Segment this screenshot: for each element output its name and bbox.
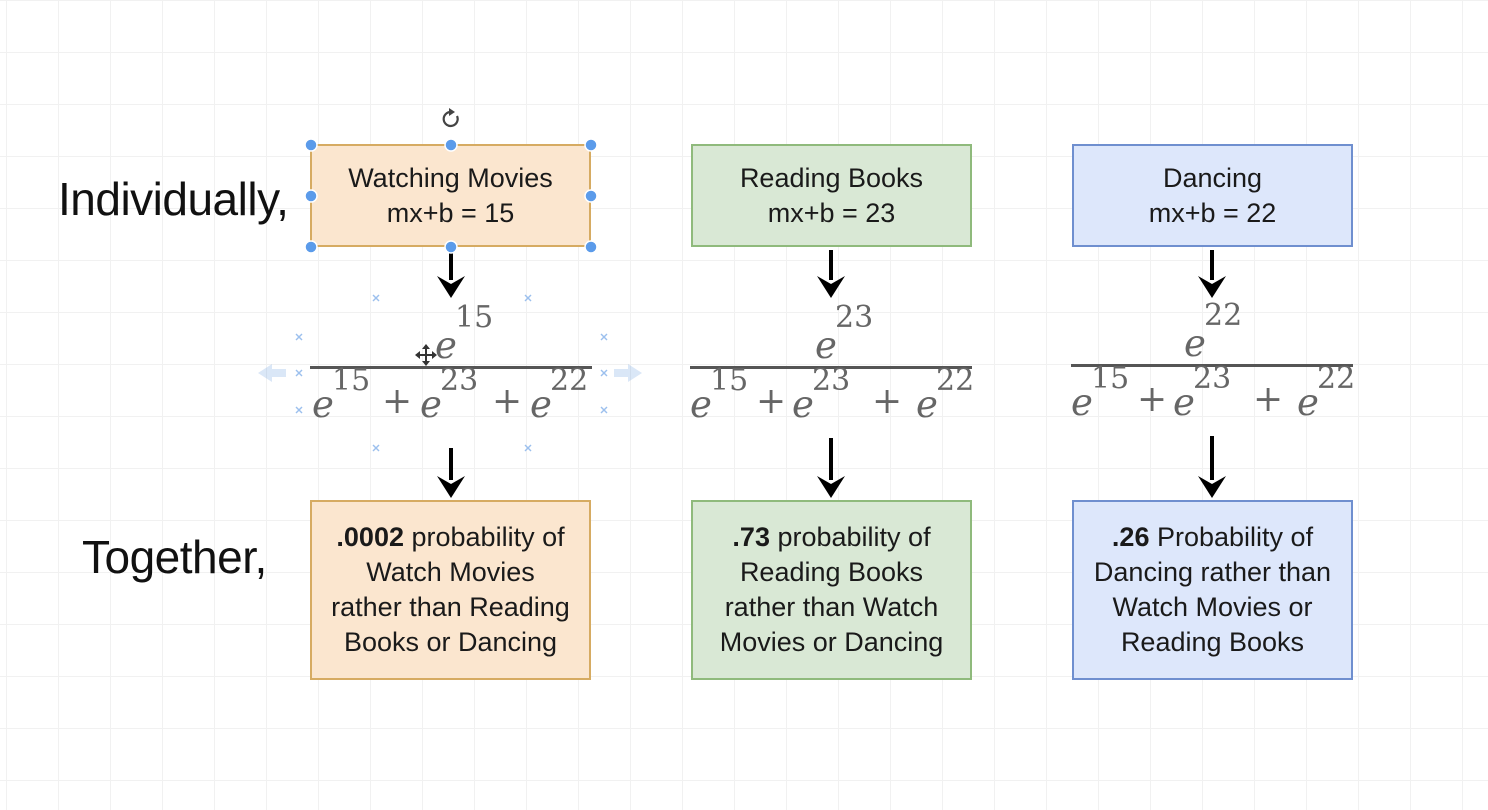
prob-line: Movies or Dancing [719, 627, 944, 657]
resize-handle[interactable] [304, 138, 318, 152]
selection-handles[interactable] [304, 138, 598, 254]
prob-value: .73 [732, 522, 770, 552]
formula-denominator: e 15 + e 23 + e 22 [308, 363, 594, 429]
base-e: e [435, 324, 457, 367]
activity-score: mx+b = 23 [767, 197, 896, 228]
activity-title: Reading Books [739, 162, 924, 193]
arrow-left-hint-icon[interactable] [258, 364, 286, 382]
arrow-right-hint-icon[interactable] [614, 364, 642, 382]
activity-score: mx+b = 22 [1148, 197, 1277, 228]
fraction-bar [310, 366, 592, 369]
denominator-exponent: 22 [550, 363, 589, 398]
resize-handle[interactable] [584, 240, 598, 254]
denominator-exponent: 22 [1317, 361, 1356, 396]
denominator-exponent: 15 [1091, 361, 1130, 396]
prob-line-1: .73 probability of [732, 520, 930, 555]
prob-value: .26 [1111, 522, 1150, 552]
resize-handle[interactable] [304, 189, 318, 203]
base-e: e [530, 383, 552, 426]
base-e: e [916, 383, 938, 426]
activity-score: mx+b = 15 [386, 197, 515, 228]
connection-point-markers[interactable] [295, 294, 608, 452]
prob-text: Probability of [1156, 522, 1314, 552]
box-reading-books[interactable]: Reading Books mx+b = 23 [691, 144, 972, 247]
softmax-formula-reading-books[interactable]: e 23 e 15 + e 23 + e 22 [688, 300, 974, 429]
arrow-down-icon [437, 448, 465, 498]
resize-handle[interactable] [584, 138, 598, 152]
prob-line-1: .0002 probability of [336, 520, 564, 555]
prob-line: Reading Books [739, 557, 924, 587]
plus-sign: + [756, 381, 787, 422]
base-e: e [1184, 322, 1206, 365]
arrow-down-icon [1198, 250, 1226, 298]
activity-title: Watching Movies [348, 162, 553, 193]
prob-line: Watch Movies or [1112, 592, 1313, 622]
numerator-exponent: 22 [1204, 298, 1243, 333]
resize-handle[interactable] [444, 138, 458, 152]
move-cursor-icon [415, 344, 437, 366]
box-result-dancing[interactable]: .26 Probability of Dancing rather than W… [1072, 500, 1353, 680]
formula-denominator: e 15 + e 23 + e 22 [1069, 361, 1355, 427]
prob-line: Books or Dancing [343, 627, 558, 657]
prob-line: Dancing rather than [1093, 557, 1332, 587]
formula-numerator: e 15 [308, 300, 594, 367]
formula-denominator: e 15 + e 23 + e 22 [688, 363, 974, 429]
denominator-exponent: 15 [710, 363, 749, 398]
numerator-exponent: 15 [455, 300, 494, 335]
fraction-bar [690, 366, 972, 369]
resize-handle[interactable] [584, 189, 598, 203]
base-e: e [312, 383, 334, 426]
arrow-down-icon [1198, 436, 1226, 498]
plus-sign: + [382, 381, 413, 422]
resize-handle[interactable] [444, 240, 458, 254]
plus-sign: + [492, 381, 523, 422]
box-dancing[interactable]: Dancing mx+b = 22 [1072, 144, 1353, 247]
plus-sign: + [872, 381, 903, 422]
prob-line: rather than Watch [724, 592, 939, 622]
plus-sign: + [1137, 379, 1168, 420]
arrow-down-icon [817, 438, 845, 498]
box-watching-movies[interactable]: Watching Movies mx+b = 15 [310, 144, 591, 247]
fraction-bar [1071, 364, 1353, 367]
rotate-icon[interactable] [442, 108, 459, 128]
base-e: e [420, 383, 442, 426]
numerator-exponent: 23 [835, 300, 874, 335]
box-result-watching-movies[interactable]: .0002 probability of Watch Movies rather… [310, 500, 591, 680]
denominator-exponent: 22 [936, 363, 975, 398]
denominator-exponent: 23 [1193, 361, 1232, 396]
prob-text: probability of [777, 522, 931, 552]
base-e: e [815, 324, 837, 367]
prob-line: rather than Reading [331, 592, 570, 622]
softmax-formula-watching-movies[interactable]: e 15 e 15 + e 23 + e 22 [308, 300, 594, 429]
softmax-formula-dancing[interactable]: e 22 e 15 + e 23 + e 22 [1069, 298, 1355, 427]
arrow-down-icon [817, 250, 845, 298]
prob-line: Reading Books [1120, 627, 1305, 657]
denominator-exponent: 23 [440, 363, 479, 398]
prob-value: .0002 [336, 522, 404, 552]
row-label-individually: Individually, [58, 173, 289, 225]
base-e: e [690, 383, 712, 426]
base-e: e [1297, 381, 1319, 424]
prob-text: probability of [411, 522, 565, 552]
prob-line: Watch Movies [366, 557, 535, 587]
box-result-reading-books[interactable]: .73 probability of Reading Books rather … [691, 500, 972, 680]
resize-handle[interactable] [304, 240, 318, 254]
base-e: e [1173, 381, 1195, 424]
denominator-exponent: 23 [812, 363, 851, 398]
row-label-together: Together, [82, 531, 267, 583]
formula-numerator: e 22 [1069, 298, 1355, 365]
prob-line-1: .26 Probability of [1112, 520, 1313, 555]
denominator-exponent: 15 [332, 363, 371, 398]
formula-numerator: e 23 [688, 300, 974, 367]
activity-title: Dancing [1162, 162, 1263, 193]
base-e: e [1071, 381, 1093, 424]
base-e: e [792, 383, 814, 426]
arrow-down-icon [437, 250, 465, 298]
plus-sign: + [1253, 379, 1284, 420]
